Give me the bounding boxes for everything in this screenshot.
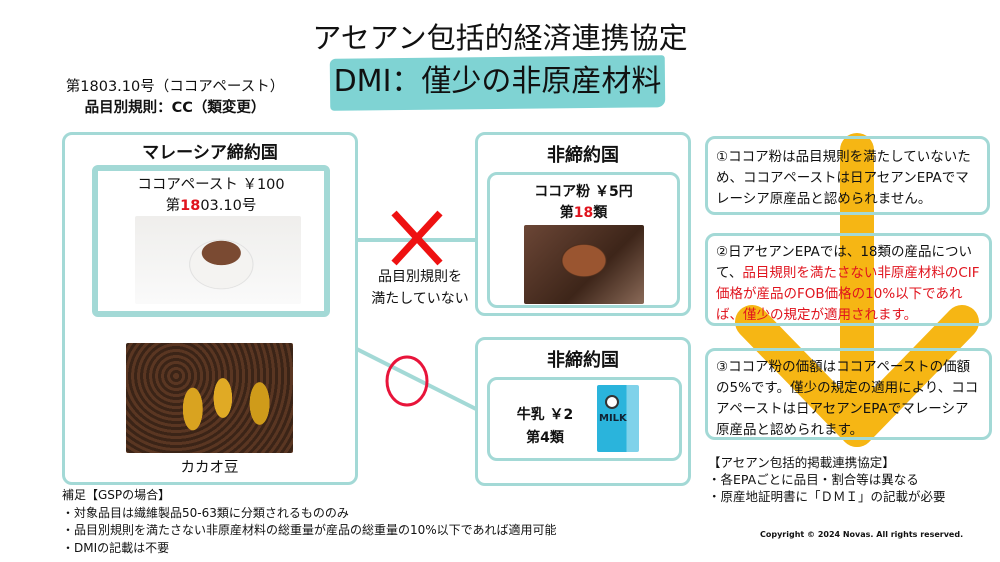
notes: 【アセアン包括的掲載連携協定】 ・各EPAごとに品目・割合等は異なる ・原産地証…: [708, 454, 946, 505]
copyright: Copyright © 2024 Novas. All rights reser…: [760, 530, 964, 539]
milk-carton-icon: MILK: [597, 385, 639, 452]
arrow-label-line2: 満たしていない: [371, 291, 469, 307]
page-subtitle: DMI：僅少の非原産材料: [333, 64, 662, 99]
hs-chapter: 18: [180, 198, 201, 214]
arrow-label: 品目別規則を 満たしていない: [355, 266, 485, 310]
notes-title: 【アセアン包括的掲載連携協定】: [708, 455, 895, 470]
supplement-item: ・対象品目は繊維製品50-63類に分類されるもののみ: [62, 505, 349, 520]
hs-prefix: 第: [559, 205, 574, 221]
milk-hs: 第4類: [526, 430, 564, 446]
malaysia-title: マレーシア締約国: [142, 143, 278, 163]
supplement: 補足【GSPの場合】 ・対象品目は繊維製品50-63類に分類されるもののみ ・品…: [62, 487, 557, 557]
explanation-1: ①ココア粉は品目規則を満たしていないため、ココアペーストは日アセアンEPAでマレ…: [705, 136, 990, 215]
rule-label: 品目別規則：CC（類変更）: [84, 100, 266, 116]
hs-code-label: 第1803.10号（ココアペースト）: [65, 79, 285, 95]
milk-name: 牛乳 ￥2: [516, 407, 574, 423]
cross-icon: [391, 210, 443, 266]
cacao-beans-label: カカオ豆: [180, 460, 239, 476]
product-name: ココアペースト ￥100: [137, 177, 285, 193]
arrow-label-line1: 品目別規則を: [378, 269, 462, 285]
cocoa-beans-image: [126, 343, 293, 453]
hs-chapter: 18: [573, 205, 594, 221]
hs-prefix: 第: [165, 198, 181, 214]
milk-carton-label: MILK: [599, 413, 627, 424]
notes-item: ・原産地証明書に「ＤＭＩ」の記載が必要: [708, 489, 946, 504]
circle-ok-icon: [385, 355, 429, 407]
supplement-title: 補足【GSPの場合】: [62, 488, 171, 502]
page-title: アセアン包括的経済連携協定: [312, 21, 688, 55]
milk-box: [487, 377, 682, 461]
supplement-item: ・品目別規則を満たさない非原産材料の総重量が産品の総重量の10%以下であれば適用…: [62, 523, 557, 537]
nonparty-title-1: 非締約国: [547, 145, 619, 166]
explanation-2-text: ②日アセアンEPAでは、18類の産品について、: [716, 244, 973, 281]
cocoa-powder-image: [524, 225, 644, 304]
explanation-2: ②日アセアンEPAでは、18類の産品について、品目規則を満たさない非原産材料のC…: [705, 233, 992, 326]
supplement-item: ・DMIの記載は不要: [62, 540, 170, 555]
cocoa-powder-hs: 第18類: [487, 202, 680, 222]
nonparty-title-2: 非締約国: [547, 350, 619, 371]
notes-item: ・各EPAごとに品目・割合等は異なる: [708, 472, 919, 487]
explanation-3: ③ココア粉の価額はココアペーストの価額の5%です。僅少の規定の適用により、ココア…: [705, 348, 992, 440]
explanation-2-highlight: 品目規則を満たさない非原産材料のCIF価格が産品のFOB価格の10%以下であれば…: [716, 265, 980, 323]
hs-suffix: 類: [593, 205, 608, 221]
cocoa-paste-image: [135, 216, 301, 304]
cocoa-powder-name: ココア粉 ￥5円: [534, 184, 633, 200]
hs-suffix: 03.10号: [200, 198, 257, 214]
product-hs: 第1803.10号: [92, 194, 330, 215]
